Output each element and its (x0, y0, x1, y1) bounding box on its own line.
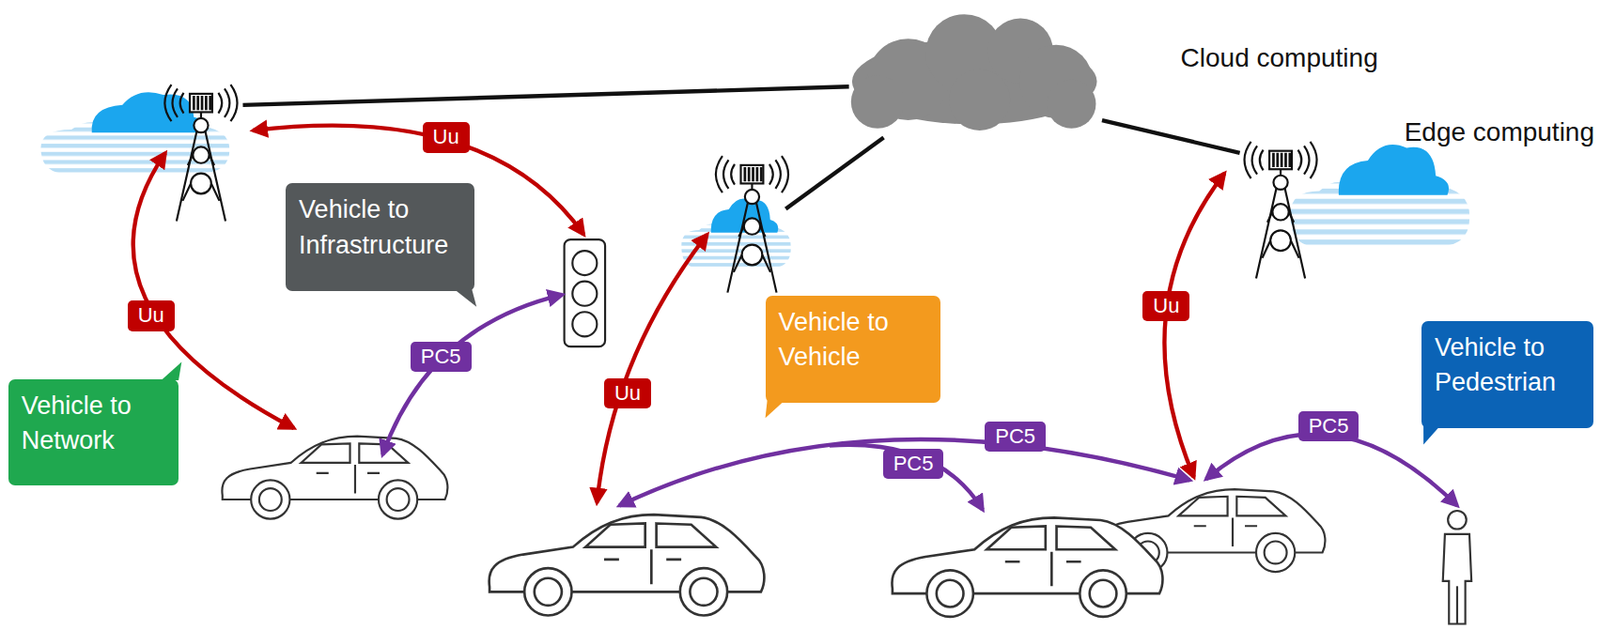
callout-box: Vehicle to Network (8, 379, 179, 486)
node-text: Uu (1152, 294, 1180, 319)
pc5-link (382, 295, 1458, 511)
node-text: PC5 (1308, 414, 1350, 439)
node-text: Vehicle to Infrastructure (298, 192, 462, 264)
cell-tower (715, 155, 789, 293)
cloud-computing-cloud (851, 14, 1098, 131)
pedestrian (1443, 511, 1472, 625)
interface-badge: Uu (127, 300, 175, 331)
node-text: Uu (614, 381, 641, 406)
node-text: Vehicle to Network (21, 388, 166, 460)
interface-badge: Uu (1142, 291, 1190, 322)
car (891, 517, 1163, 618)
node-text: Vehicle to Pedestrian (1434, 330, 1582, 402)
callout-box: Vehicle to Vehicle (765, 295, 942, 404)
car (489, 514, 765, 616)
node-text: PC5 (893, 451, 934, 477)
traffic-light (564, 239, 606, 347)
node-text: Vehicle to Vehicle (778, 305, 929, 376)
interface-badge: PC5 (410, 341, 472, 373)
cell-tower (164, 84, 237, 221)
callout-box: Vehicle to Pedestrian (1421, 321, 1595, 429)
node-text: PC5 (420, 344, 462, 370)
car (221, 436, 448, 520)
interface-badge: PC5 (984, 421, 1046, 452)
node-text: Uu (433, 124, 460, 150)
uu-link (133, 125, 1226, 504)
node-text: Uu (138, 303, 165, 328)
callout-box: Vehicle to Infrastructure (285, 183, 475, 291)
callout-tail (161, 361, 183, 381)
interface-badge: PC5 (1298, 411, 1360, 442)
cell-tower (1243, 141, 1317, 279)
interface-badge: Uu (604, 378, 652, 409)
interface-badge: Uu (422, 122, 470, 153)
section-label: Cloud computing (1180, 43, 1379, 74)
section-label: Edge computing (1404, 117, 1595, 148)
node-text: PC5 (994, 424, 1036, 450)
interface-badge: PC5 (883, 449, 945, 480)
